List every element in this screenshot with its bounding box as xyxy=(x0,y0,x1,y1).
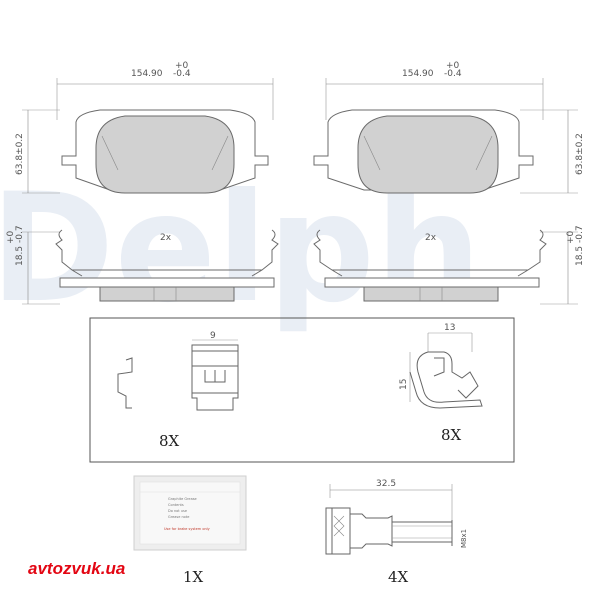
grease-sachet xyxy=(133,475,247,551)
bolt-thread-label: M8x1 xyxy=(460,529,468,548)
pad-clip-drawing xyxy=(191,339,239,411)
bolt-length-label: 32.5 xyxy=(376,479,396,489)
sachet-line-3: Do not use xyxy=(168,509,187,513)
pad-right-thickness-tol-lower: -0.7 xyxy=(575,225,585,243)
pad-right-thickness-label: 18.5 xyxy=(575,246,585,266)
pad-front-left xyxy=(22,78,274,194)
pad-right-width-tol-upper: +0 xyxy=(446,61,460,71)
brand-logo-text: avtozvuk.ua xyxy=(28,559,125,578)
pad-right-width-tol-lower: -0.4 xyxy=(444,69,462,79)
pad-left-width-tol-lower: -0.4 xyxy=(173,69,191,79)
sachet-red-text: Use for brake system only xyxy=(164,527,210,531)
pad-right-thickness-tol-upper: +0 xyxy=(566,230,576,244)
pad-side-right xyxy=(313,229,578,305)
pad-left-width-label: 154.90 xyxy=(131,69,163,79)
wire-clip-drawing xyxy=(117,357,133,409)
pad-side-left xyxy=(22,229,279,305)
pad-left-thickness-tol-upper: +0 xyxy=(6,230,16,244)
pad-left-thickness-tol-lower: -0.7 xyxy=(15,225,25,243)
bolt-quantity: 4X xyxy=(388,568,409,586)
pad-right-height-label: 63.8±0.2 xyxy=(575,133,585,175)
pad-front-right xyxy=(313,78,578,194)
spring-clip-drawing xyxy=(409,332,483,409)
grease-quantity: 1X xyxy=(183,568,204,586)
pad-left-quantity: 2x xyxy=(160,233,172,243)
pad-right-quantity: 2x xyxy=(425,233,437,243)
pad-left-thickness-label: 18.5 xyxy=(15,246,25,266)
bolt-drawing xyxy=(325,484,453,555)
pad-left-height-label: 63.8±0.2 xyxy=(15,133,25,175)
pad-clip-width-label: 9 xyxy=(210,331,216,341)
spring-clip-width-label: 13 xyxy=(444,323,455,333)
sachet-line-2: Contents xyxy=(168,503,184,507)
spring-quantity: 8X xyxy=(441,426,462,444)
accessories-box xyxy=(89,317,515,463)
spring-clip-height-label: 15 xyxy=(399,379,409,390)
pad-left-width-tol-upper: +0 xyxy=(175,61,189,71)
sachet-line-4: Grease note xyxy=(168,515,189,519)
pad-right-width-label: 154.90 xyxy=(402,69,434,79)
sachet-line-1: Graphite Grease xyxy=(168,497,197,501)
clip-quantity: 8X xyxy=(159,432,180,450)
